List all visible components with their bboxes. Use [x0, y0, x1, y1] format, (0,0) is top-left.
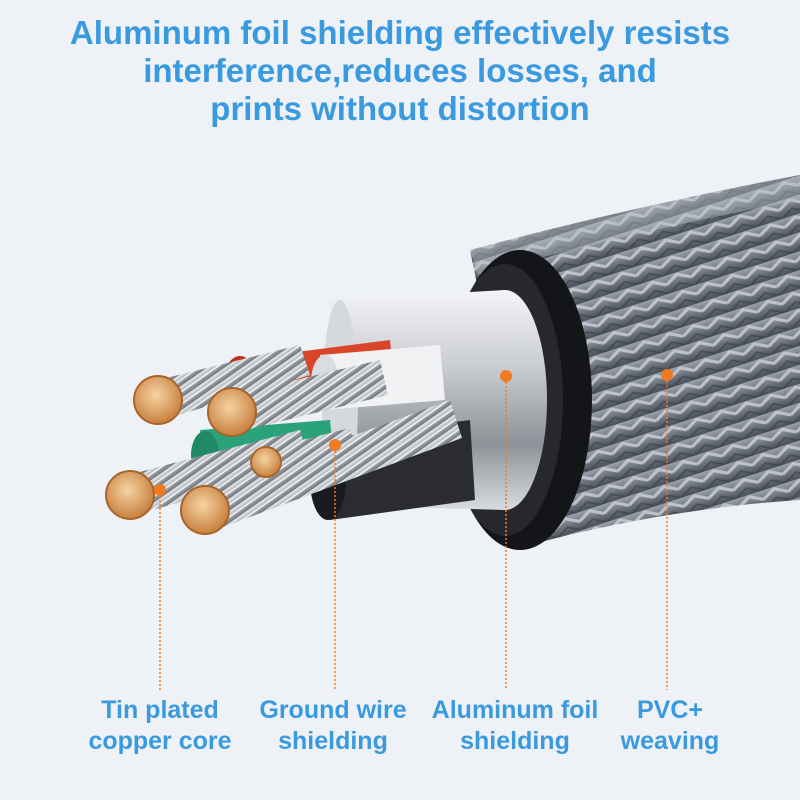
label-line-1: Ground wire: [259, 696, 407, 724]
label-ground-wire-shielding: Ground wire shielding: [248, 695, 418, 757]
callout-markers: [154, 369, 673, 690]
label-line-1: PVC+: [636, 696, 703, 724]
callout-dot-ground: [329, 439, 341, 451]
label-line-2: shielding: [460, 727, 570, 755]
headline-line-1: Aluminum foil shielding effectively resi…: [69, 14, 731, 51]
label-tin-plated-copper-core: Tin plated copper core: [80, 695, 240, 757]
label-line-2: shielding: [278, 727, 388, 755]
label-aluminum-foil-shielding: Aluminum foil shielding: [420, 695, 610, 757]
label-line-1: Tin plated: [101, 696, 219, 724]
callout-dot-foil: [500, 370, 512, 382]
callout-dot-pvc: [661, 369, 673, 381]
callout-dot-copper: [154, 484, 166, 496]
label-line-2: weaving: [620, 727, 720, 755]
headline-line-3: prints without distortion: [210, 90, 590, 127]
stranded-conductors: [128, 345, 462, 530]
label-line-2: copper core: [88, 727, 232, 755]
copper-core-ends: [105, 375, 282, 535]
headline-line-2: interference,reduces losses, and: [143, 52, 657, 89]
label-pvc-weaving: PVC+ weaving: [610, 695, 730, 757]
headline: Aluminum foil shielding effectively resi…: [0, 14, 800, 128]
label-line-1: Aluminum foil: [431, 696, 599, 724]
